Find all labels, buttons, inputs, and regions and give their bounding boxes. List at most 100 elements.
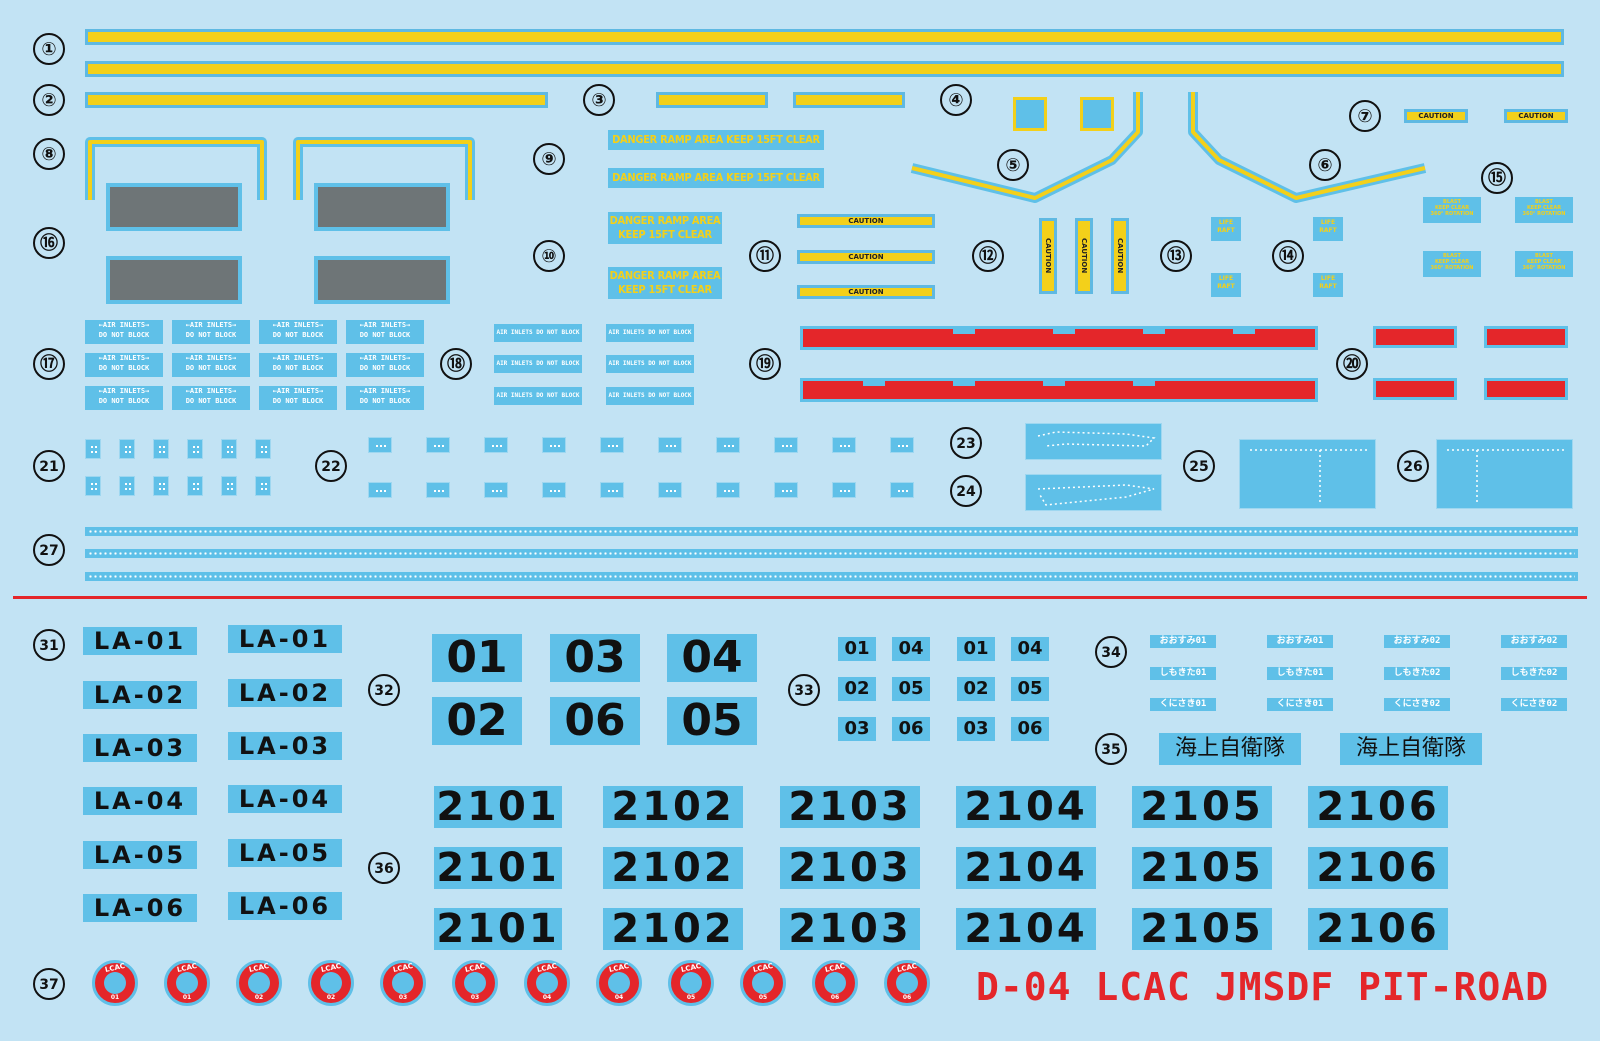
section-number-22: 22	[315, 450, 347, 482]
window-tag-wide	[716, 482, 740, 498]
blast-line-1: BLAST	[1535, 199, 1553, 205]
section-number-37: 37	[33, 968, 65, 1000]
dotted-stripe	[85, 549, 1578, 558]
danger-line-2: KEEP 15FT CLEAR	[618, 228, 712, 241]
yellow-stripe-short	[656, 92, 768, 108]
window-tag-wide	[426, 482, 450, 498]
section-number-32: 32	[368, 674, 400, 706]
roundel-center	[464, 972, 486, 994]
band-notch	[1133, 378, 1155, 386]
hull-number: 2104	[956, 786, 1096, 828]
section-number-23: 23	[950, 427, 982, 459]
section-number-36: 36	[368, 852, 400, 884]
section-number-8: ⑧	[33, 138, 65, 170]
ship-name-tag: くにさき01	[1267, 698, 1333, 711]
small-number: 05	[892, 677, 930, 701]
air-inlet-line-2: DO NOT BLOCK	[272, 364, 324, 372]
small-number: 02	[957, 677, 995, 701]
section-number-27: 27	[33, 534, 65, 566]
section-number-15: ⑮	[1481, 162, 1513, 194]
air-inlet-line-1: ←AIR INLETS→	[272, 387, 324, 395]
big-number: 03	[550, 634, 640, 682]
hull-number: 2103	[780, 786, 920, 828]
air-inlet-label: ←AIR INLETS→DO NOT BLOCK	[172, 386, 250, 410]
ship-name-tag: しもきた02	[1384, 667, 1450, 680]
la-code: LA-02	[228, 679, 342, 707]
air-inlet-label: ←AIR INLETS→DO NOT BLOCK	[346, 386, 424, 410]
jmsdf-kanji-label: 海上自衛隊	[1159, 733, 1301, 765]
red-side-band	[800, 378, 1318, 402]
air-inlet-strip: AIR INLETS DO NOT BLOCK	[494, 387, 582, 405]
yellow-outline-square	[1080, 97, 1114, 131]
life-raft-line-1: LIFE	[1218, 219, 1234, 226]
air-inlet-line-2: DO NOT BLOCK	[359, 331, 411, 339]
window-tag-wide	[368, 482, 392, 498]
air-inlet-line-2: DO NOT BLOCK	[272, 397, 324, 405]
band-notch	[1053, 326, 1075, 334]
section-number-10: ⑩	[533, 240, 565, 272]
roundel-number: 01	[110, 994, 120, 1001]
blast-line-1: BLAST	[1535, 253, 1553, 259]
air-inlet-label: ←AIR INLETS→DO NOT BLOCK	[172, 320, 250, 344]
life-raft-line-2: RAFT	[1319, 227, 1337, 234]
yellow-stripe-short	[793, 92, 905, 108]
window-tag-wide	[774, 482, 798, 498]
blast-line-2: KEEP CLEAR	[1526, 259, 1562, 265]
window-tag	[221, 476, 237, 496]
ship-name-tag: おおすみ02	[1501, 635, 1567, 648]
blast-line-3: 360° ROTATION	[1522, 211, 1566, 217]
roundel-center	[536, 972, 558, 994]
roundel-center	[392, 972, 414, 994]
window-tag-wide	[600, 437, 624, 453]
section-number-26: 26	[1397, 450, 1429, 482]
la-code: LA-06	[83, 894, 197, 922]
yellow-outline-square	[1013, 97, 1047, 131]
life-raft-line-1: LIFE	[1320, 219, 1336, 226]
window-tag	[85, 439, 101, 459]
window-tag	[119, 476, 135, 496]
la-code: LA-03	[83, 734, 197, 762]
red-small-band	[1484, 378, 1568, 400]
la-code: LA-05	[228, 839, 342, 867]
caution-stripe: CAUTION	[797, 250, 935, 264]
ship-name-tag: しもきた01	[1150, 667, 1216, 680]
blast-line-3: 360° ROTATION	[1522, 265, 1566, 271]
danger-ramp-sign: DANGER RAMP AREA KEEP 15FT CLEAR	[608, 130, 824, 150]
red-side-band	[800, 326, 1318, 350]
window-tag-wide	[658, 482, 682, 498]
window-tag-wide	[542, 437, 566, 453]
air-inlet-line-1: ←AIR INLETS→	[359, 387, 411, 395]
air-inlet-label: ←AIR INLETS→DO NOT BLOCK	[259, 353, 337, 377]
section-number-13: ⑬	[1160, 240, 1192, 272]
section-number-1: ①	[33, 33, 65, 65]
window-tag-wide	[484, 482, 508, 498]
band-notch	[953, 326, 975, 334]
band-notch	[1233, 326, 1255, 334]
small-number: 05	[1011, 677, 1049, 701]
la-code: LA-04	[83, 787, 197, 815]
air-inlet-label: ←AIR INLETS→ DO NOT BLOCK	[259, 386, 337, 410]
air-inlet-label: ←AIR INLETS→DO NOT BLOCK	[85, 320, 163, 344]
deck-marking-panel	[1239, 439, 1376, 509]
air-inlet-line-2: DO NOT BLOCK	[272, 331, 324, 339]
blast-line-2: KEEP CLEAR	[1434, 259, 1470, 265]
window-tag-wide	[890, 482, 914, 498]
small-number: 06	[1011, 717, 1049, 741]
caution-tag: CAUTION	[1404, 109, 1468, 123]
danger-ramp-sign: DANGER RAMP AREA KEEP 15FT CLEAR	[608, 168, 824, 188]
window-tag	[187, 476, 203, 496]
life-raft-line-2: RAFT	[1217, 227, 1235, 234]
roundel-center	[752, 972, 774, 994]
ship-name-tag: くにさき01	[1150, 698, 1216, 711]
la-code: LA-01	[83, 627, 197, 655]
dotted-marking	[1037, 431, 1156, 447]
section-number-12: ⑫	[972, 240, 1004, 272]
danger-line-1: DANGER RAMP AREA	[609, 214, 721, 227]
band-notch	[953, 378, 975, 386]
